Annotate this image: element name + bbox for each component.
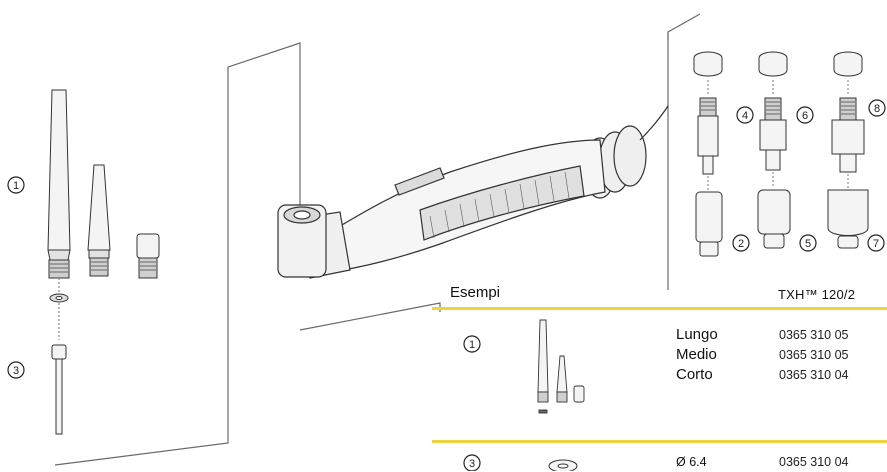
table-row-1-callout-text: 1 xyxy=(469,339,475,351)
table-rule-mid xyxy=(432,440,887,443)
callout-3-left: 3 xyxy=(7,361,25,379)
row-1-description-medium: Medio xyxy=(676,346,717,363)
row-1-code-medium: 0365 310 05 xyxy=(779,348,849,362)
callout-7-text: 7 xyxy=(873,238,879,250)
gasket-ring xyxy=(49,293,69,303)
table-header-examples: Esempi xyxy=(450,284,501,301)
row-1-code-long: 0365 310 05 xyxy=(779,328,849,342)
table-header-model: TXH™ 120/2 xyxy=(778,287,856,302)
nozzle-long xyxy=(47,89,71,279)
callout-2: 2 xyxy=(732,234,750,252)
connector-line-left xyxy=(54,42,301,466)
gas-cup-2 xyxy=(695,191,723,257)
row-1-description-long: Lungo xyxy=(676,326,718,343)
connector-line-right xyxy=(299,302,441,331)
gas-cup-5 xyxy=(757,189,791,249)
row-1-description-short: Corto xyxy=(676,366,713,383)
table-rule-top xyxy=(432,307,887,310)
callout-4-text: 4 xyxy=(742,110,748,122)
callout-6: 6 xyxy=(796,106,814,124)
nozzle-short xyxy=(136,233,160,279)
callout-5: 5 xyxy=(799,234,817,252)
collet-body-small xyxy=(697,97,719,175)
callout-2-text: 2 xyxy=(738,238,744,250)
callout-4: 4 xyxy=(736,106,754,124)
table-row-2-callout: 3 xyxy=(463,454,481,471)
callout-8: 8 xyxy=(868,99,886,117)
cap-4 xyxy=(693,51,723,77)
torch-body xyxy=(277,105,669,279)
table-row-2-thumbnail xyxy=(548,459,578,471)
nozzle-medium xyxy=(87,164,111,277)
table-row-1-thumbnail xyxy=(537,319,585,414)
callout-3-left-text: 3 xyxy=(13,365,19,377)
callout-1-left-text: 1 xyxy=(13,180,19,192)
row-2-description: Ø 6.4 xyxy=(676,455,707,469)
electrode-rod xyxy=(51,344,67,435)
callout-6-text: 6 xyxy=(802,110,808,122)
collet-body-medium xyxy=(759,97,787,171)
row-2-code: 0365 310 04 xyxy=(779,455,849,469)
callout-1-left: 1 xyxy=(7,176,25,194)
gas-cup-7 xyxy=(827,189,869,249)
row-1-code-short: 0365 310 04 xyxy=(779,368,849,382)
cap-6 xyxy=(758,51,788,77)
cap-8 xyxy=(833,51,863,77)
callout-8-text: 8 xyxy=(874,103,880,115)
callout-5-text: 5 xyxy=(805,238,811,250)
collet-body-large xyxy=(831,97,865,173)
table-row-2-callout-text: 3 xyxy=(469,458,475,470)
callout-7: 7 xyxy=(867,234,885,252)
table-row-1-callout: 1 xyxy=(463,335,481,353)
